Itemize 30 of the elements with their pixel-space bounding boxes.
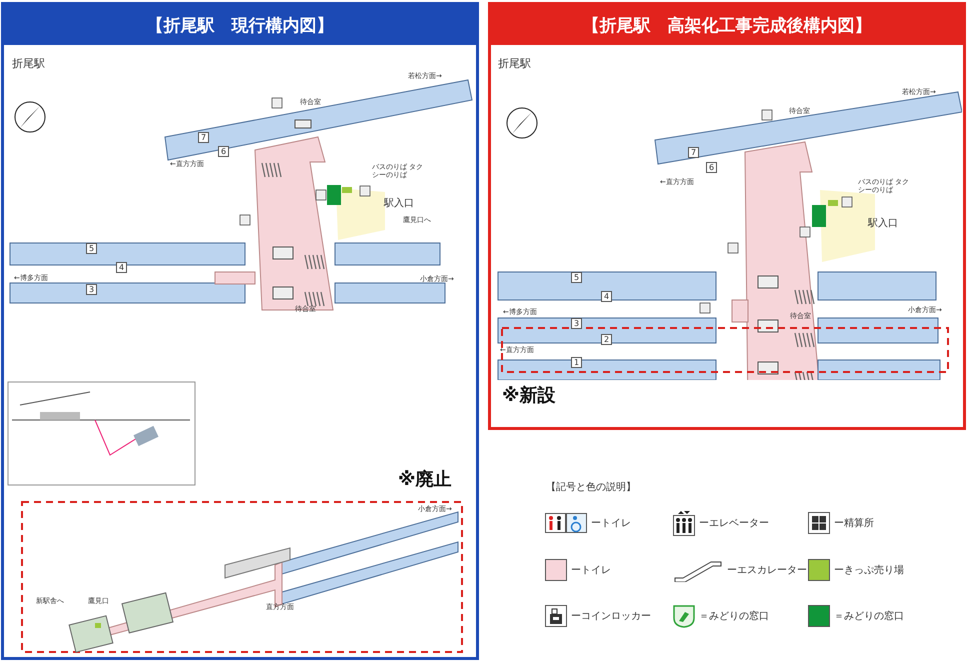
legend-text: ートイレ (591, 517, 631, 530)
legend-text: ーきっぷ売り場 (834, 564, 904, 577)
station-name: 折尾駅 (498, 58, 531, 71)
entrance-label: 駅入口 (384, 198, 414, 210)
platform-number: 7 (688, 147, 700, 158)
legend-text: ー精算所 (834, 516, 874, 530)
legend-text: ーコインロッカー (571, 610, 651, 623)
platform-number: 7 (198, 132, 210, 144)
legend-text: ＝みどりの窓口 (834, 610, 904, 623)
legend-title: 【記号と色の説明】 (546, 482, 636, 494)
platform-number: 5 (571, 272, 582, 284)
panel-title: 【折尾駅 現行構内図】 (146, 14, 334, 36)
panel-title: 【折尾駅 高架化工事完成後構内図】 (582, 14, 872, 36)
platform-number: 1 (571, 357, 582, 368)
platform-number: 4 (116, 262, 128, 274)
station-name: 折尾駅 (12, 58, 45, 71)
platform-number: 6 (218, 146, 230, 158)
legend-text: ートイレ (571, 564, 611, 577)
platform-number: 6 (706, 162, 718, 174)
legend-text: ーエスカレーター (727, 564, 807, 577)
platform-number: 3 (86, 284, 98, 296)
platform-number: 3 (571, 318, 582, 330)
note: ※廃止 (398, 470, 452, 491)
legend-text: ＝みどりの窓口 (699, 610, 769, 623)
entrance-label: 駅入口 (868, 218, 898, 230)
platform-number: 4 (601, 291, 612, 302)
legend-text: ーエレベーター (699, 517, 769, 530)
platform-number: 2 (601, 334, 612, 346)
note: ※新設 (502, 386, 556, 407)
platform-number: 5 (86, 243, 98, 254)
